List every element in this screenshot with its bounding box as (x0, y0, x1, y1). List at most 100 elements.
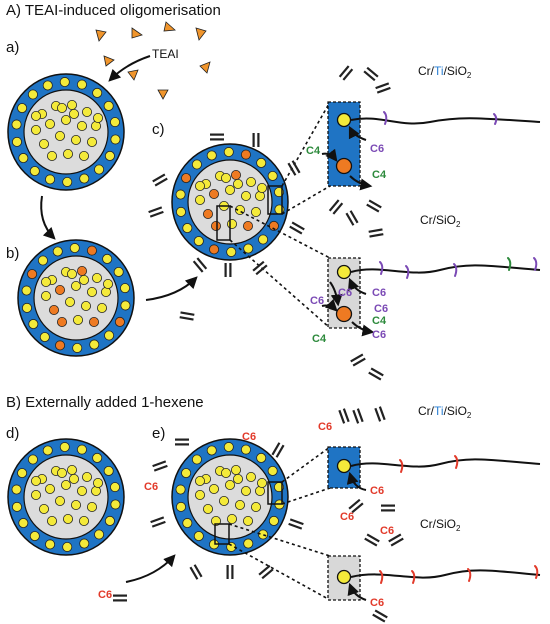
cr-site-dot (245, 176, 256, 187)
cr-site-dot (39, 503, 50, 514)
cr-site-dot (230, 464, 241, 475)
cr-site-dot (110, 134, 121, 145)
comonomer-labels: C6 C4 C4 C6 C6 C6 C6 C4 C6 C4 C6 C6 C6 C… (98, 143, 394, 609)
oligomerisation-site-dot (89, 316, 100, 327)
cr-site-dot (110, 482, 121, 493)
panel-label-a: a) (6, 39, 19, 56)
cr-site-dot (93, 477, 104, 488)
cr-site-dot (267, 465, 278, 476)
ethylene-molecule (271, 441, 285, 459)
cr-site-dot (240, 444, 251, 455)
cr-site-dot (28, 319, 39, 330)
cr-site-dot (240, 485, 251, 496)
cr-site-dot (11, 136, 22, 147)
catalyst-label-cr-sio2: Cr/SiO2 (420, 213, 461, 229)
cr-site-dot (175, 206, 186, 217)
cr-site-dot (79, 150, 90, 161)
cr-site-dot (79, 173, 90, 184)
cr-site-dot (27, 89, 38, 100)
cr-site-dot (42, 80, 53, 91)
teai-triangle (127, 69, 139, 81)
cr-site-dot (79, 516, 90, 527)
panel-label-c: c) (152, 121, 165, 138)
polymer-chain (350, 458, 541, 468)
cr-site-dot (77, 485, 88, 496)
catalyst-label-cr-sio2-external: Cr/SiO2 (420, 517, 461, 533)
c6-label: C6 (370, 485, 384, 497)
ethylene-molecule (288, 221, 306, 235)
cr-site-dot (175, 501, 186, 512)
pore-zoom-box (214, 523, 230, 545)
ethylene-molecule (224, 261, 232, 279)
c6-label: C6 (370, 597, 384, 609)
oligomerisation-site-dot (230, 169, 241, 180)
ethylene-molecule (338, 407, 350, 425)
cr-site-dot (61, 115, 72, 126)
cr-site-dot (82, 471, 93, 482)
cr-site-dot (79, 274, 90, 285)
c4-label: C4 (306, 145, 321, 157)
site-arrows (321, 125, 375, 601)
c6-label: C6 (318, 421, 332, 433)
cr-site-dot (240, 190, 251, 201)
c4-label: C4 (372, 315, 387, 327)
ethylene-molecule (287, 518, 305, 530)
cr-site-dot (268, 515, 279, 526)
cr-site-dot (18, 153, 29, 164)
cr-site-dot (102, 253, 113, 264)
cr-site-dot (103, 465, 114, 476)
cr-site-dot (71, 280, 82, 291)
particle-d (7, 438, 125, 556)
cr-site-dot (45, 539, 56, 550)
teai-addition-arrow (108, 55, 151, 82)
cr-polymerisation-site (336, 112, 352, 128)
cr-site-dot (110, 499, 121, 510)
cr-site-dot (89, 339, 100, 350)
cr-site-dot (57, 103, 68, 114)
ethylene-molecule (328, 198, 344, 216)
cr-polymerisation-site (336, 458, 352, 474)
cr-site-dot (92, 452, 103, 463)
chain-branches (379, 111, 539, 584)
cr-site-dot (206, 150, 217, 161)
c4-label: C4 (312, 333, 327, 345)
hexene-addition-arrow (125, 554, 176, 583)
catalyst-label-cr-ti-sio2: Cr/Ti/SiO2 (418, 64, 472, 80)
cr-site-dot (41, 276, 52, 287)
cr-site-dot (27, 454, 38, 465)
cr-site-dot (120, 300, 131, 311)
cr-site-dot (92, 272, 103, 283)
cr-site-dot (182, 223, 193, 234)
cr-site-dot (250, 501, 261, 512)
ethylene-molecule (365, 199, 383, 213)
teai-molecules (95, 21, 211, 100)
c6-label: C6 (370, 143, 384, 155)
cr-site-dot (55, 495, 66, 506)
cr-site-dot (87, 136, 98, 147)
c6-label: C6 (98, 589, 112, 601)
ethylene-molecule (178, 311, 196, 321)
panel-label-b: b) (6, 245, 19, 262)
cr-site-dot (256, 157, 267, 168)
ethylene-molecule (363, 533, 381, 547)
particle-e (171, 438, 289, 556)
cr-site-dot (194, 194, 205, 205)
cr-site-dot (242, 516, 253, 527)
cr-site-dot (175, 189, 186, 200)
cr-site-dot (206, 445, 217, 456)
c6-label: C6 (380, 525, 394, 537)
oligomerisation-site-dot (209, 244, 220, 255)
cr-site-dot (226, 246, 237, 257)
cr-site-dot (47, 516, 58, 527)
cr-site-dot (72, 342, 83, 353)
ethylene-molecule (374, 405, 386, 423)
cr-site-dot (52, 246, 63, 257)
cr-site-dot (45, 483, 56, 494)
cr-site-dot (104, 515, 115, 526)
cr-site-dot (256, 477, 267, 488)
oligomerisation-site-dot (210, 220, 221, 231)
cr-site-dot (94, 529, 105, 540)
cr-site-dot (104, 150, 115, 161)
cr-site-dot (226, 514, 237, 525)
cr-site-dot (65, 296, 76, 307)
